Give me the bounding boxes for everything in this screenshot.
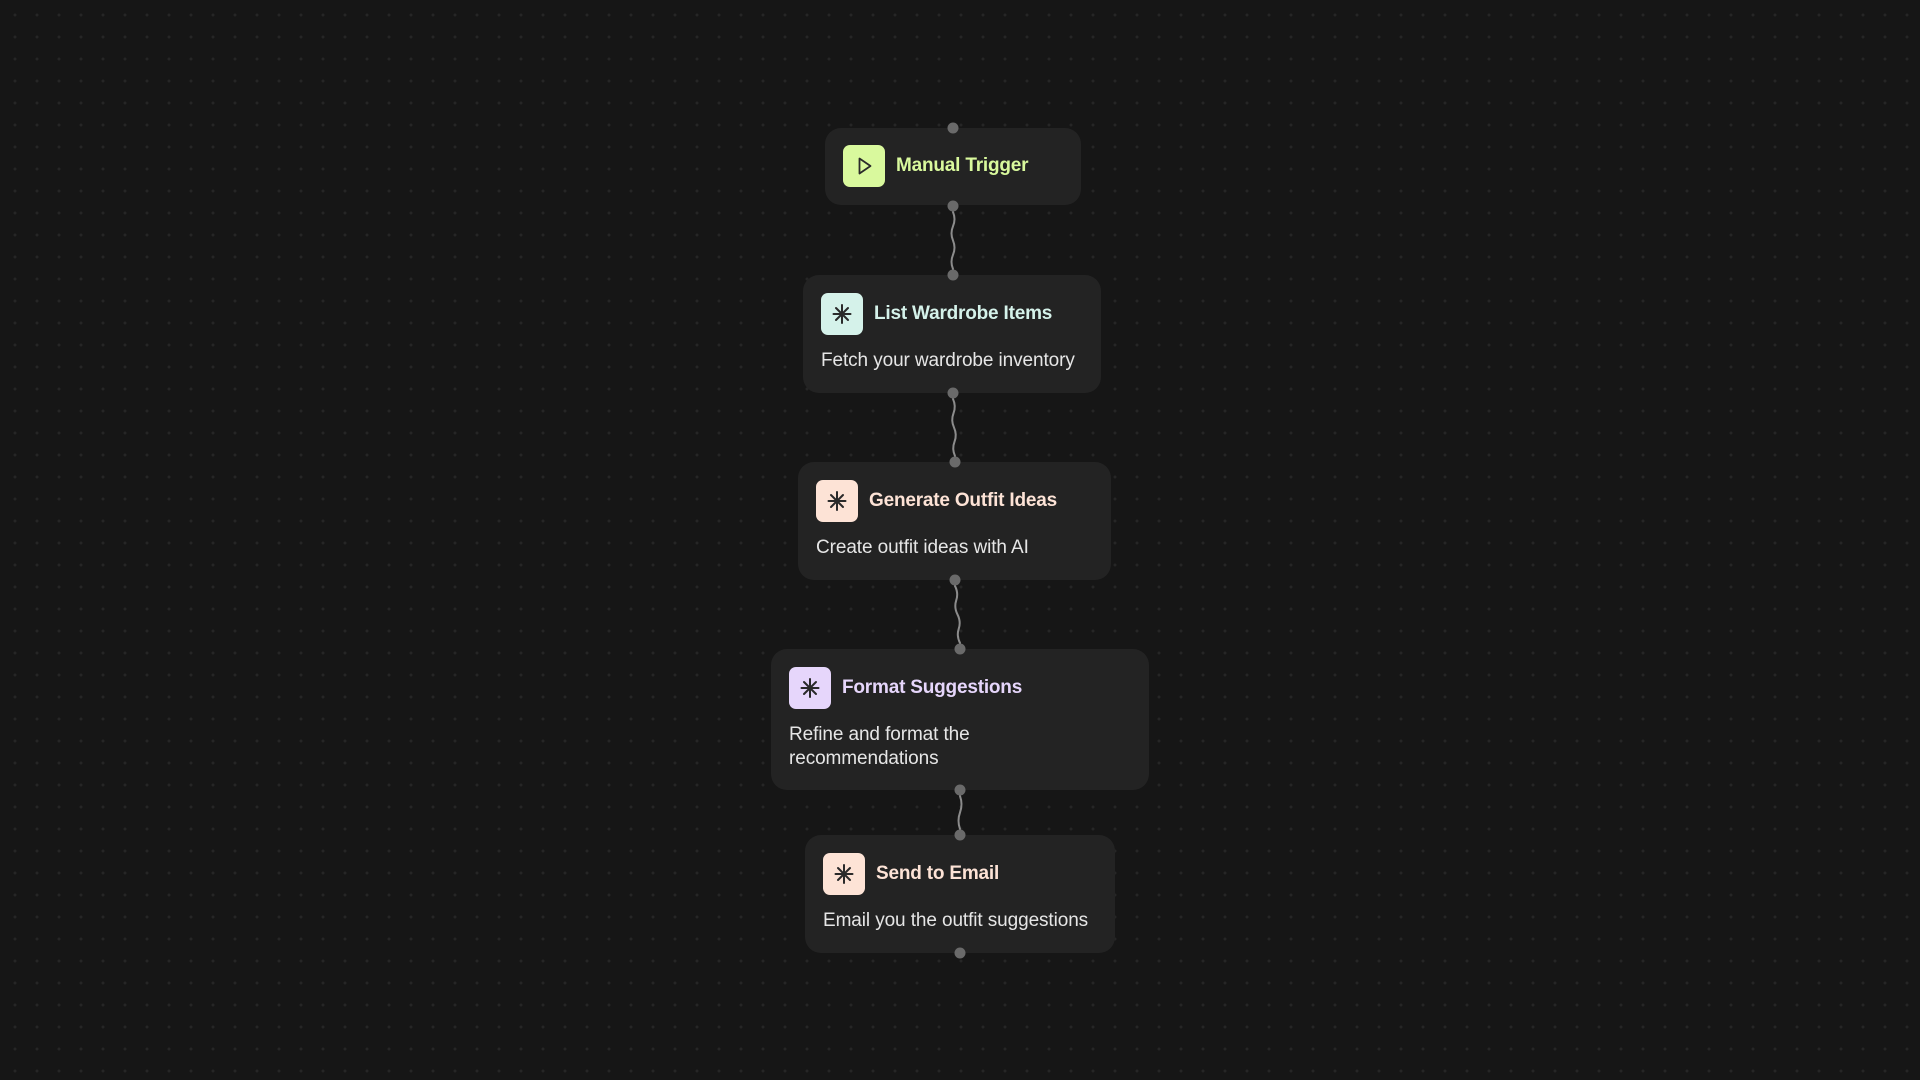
asterisk-icon xyxy=(816,480,858,522)
node-description: Create outfit ideas with AI xyxy=(816,537,1029,558)
connector-line xyxy=(950,211,956,270)
node-generate-outfit-ideas[interactable]: Generate Outfit Ideas Create outfit idea… xyxy=(798,462,1111,580)
node-title: Send to Email xyxy=(876,863,1000,884)
connector-line xyxy=(954,585,961,644)
node-output-port[interactable] xyxy=(954,784,966,796)
node-send-to-email[interactable]: Send to Email Email you the outfit sugge… xyxy=(805,835,1115,953)
connector-line xyxy=(951,398,957,457)
node-header: Manual Trigger xyxy=(843,145,1063,187)
node-manual-trigger[interactable]: Manual Trigger xyxy=(825,128,1081,205)
node-description: Email you the outfit suggestions xyxy=(823,910,1089,931)
node-input-port[interactable] xyxy=(954,829,966,841)
node-description: Fetch your wardrobe inventory xyxy=(821,350,1075,371)
play-icon xyxy=(843,145,885,187)
node-output-port[interactable] xyxy=(947,200,959,212)
node-input-port[interactable] xyxy=(947,269,959,281)
asterisk-icon xyxy=(789,667,831,709)
node-title: Generate Outfit Ideas xyxy=(869,490,1057,511)
node-output-port[interactable] xyxy=(949,574,961,586)
node-title: Format Suggestions xyxy=(842,677,1023,698)
node-header: Generate Outfit Ideas xyxy=(816,480,1093,522)
node-input-port[interactable] xyxy=(949,456,961,468)
node-description: Refine and format the recommendations xyxy=(789,724,970,769)
asterisk-icon xyxy=(821,293,863,335)
node-header: Send to Email xyxy=(823,853,1097,895)
node-output-port[interactable] xyxy=(954,947,966,959)
node-header: Format Suggestions xyxy=(789,667,1131,709)
node-format-suggestions[interactable]: Format Suggestions Refine and format the… xyxy=(771,649,1149,790)
node-output-port[interactable] xyxy=(947,387,959,399)
node-title: Manual Trigger xyxy=(896,155,1029,176)
node-input-port[interactable] xyxy=(947,122,959,134)
connector-line xyxy=(957,795,963,830)
node-header: List Wardrobe Items xyxy=(821,293,1083,335)
node-title: List Wardrobe Items xyxy=(874,303,1053,324)
asterisk-icon xyxy=(823,853,865,895)
node-list-wardrobe-items[interactable]: List Wardrobe Items Fetch your wardrobe … xyxy=(803,275,1101,393)
node-input-port[interactable] xyxy=(954,643,966,655)
